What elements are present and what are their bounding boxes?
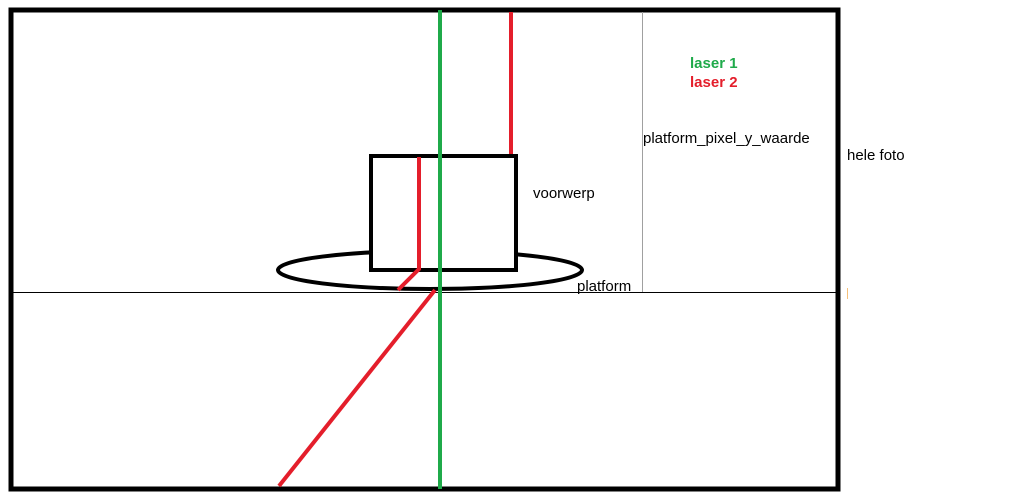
- legend-laser-1: laser 1: [690, 55, 738, 72]
- object-box: [369, 154, 518, 272]
- label-platform: platform: [577, 278, 632, 295]
- laser-2-line-lower: [277, 288, 437, 488]
- label-platform-pixel-y: platform_pixel_y_waarde: [643, 130, 810, 147]
- laser-2-line-on-object: [396, 157, 421, 292]
- legend-laser-2: laser 2: [690, 74, 738, 91]
- label-whole-photo: hele foto: [847, 147, 905, 164]
- label-object: voorwerp: [533, 185, 595, 202]
- marker-tick: [847, 288, 848, 299]
- photo-frame: [8, 7, 841, 492]
